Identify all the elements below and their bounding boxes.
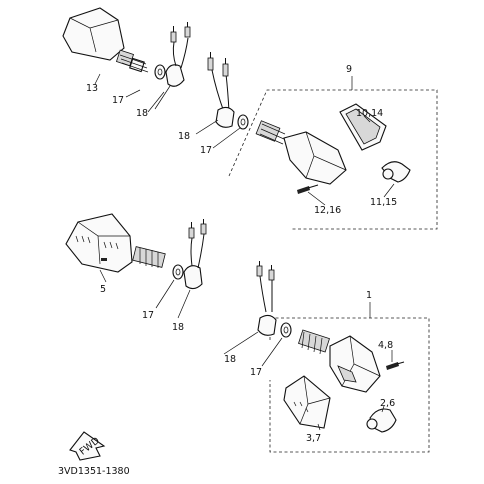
callout-11-15: 11,15 <box>370 197 397 208</box>
callout-18-a: 18 <box>136 108 148 119</box>
callout-3-7: 3,7 <box>306 433 321 444</box>
callout-4-8: 4,8 <box>378 340 393 351</box>
signal-stem-13 <box>115 49 149 73</box>
callout-18-b: 18 <box>178 131 190 142</box>
callout-9: 9 <box>346 64 352 75</box>
washer-17-d <box>280 322 292 338</box>
callout-17-d: 17 <box>250 367 262 378</box>
wire-leads-c <box>188 219 207 269</box>
callout-13: 13 <box>86 83 98 94</box>
assembly-front-left-signal <box>62 7 191 113</box>
washer-17-c <box>172 264 184 280</box>
nut-18-a <box>165 64 185 87</box>
signal-housing-5 <box>65 213 133 273</box>
wire-leads-d <box>256 261 275 313</box>
wire-leads-b <box>207 52 230 113</box>
callout-10-14: 10,14 <box>356 108 383 119</box>
signal-housing-b <box>283 131 347 185</box>
screw-4-8 <box>386 362 399 370</box>
signal-stem-d <box>298 329 330 355</box>
signal-housing-d <box>329 335 381 393</box>
callout-12-16: 12,16 <box>314 205 341 216</box>
nut-18-d <box>257 314 277 336</box>
callout-17-c: 17 <box>142 310 154 321</box>
signal-stem-b <box>255 120 286 145</box>
callout-18-d: 18 <box>224 354 236 365</box>
nut-18-c <box>183 265 203 290</box>
lens-3-7 <box>283 375 331 429</box>
lens-ribs-5 <box>75 235 119 261</box>
assembly-front-right-signal <box>223 261 405 433</box>
signal-stem-5 <box>132 246 166 268</box>
assembly-rear-right-signal <box>195 52 411 206</box>
bulb-11-15 <box>381 161 411 183</box>
callout-17-b: 17 <box>200 145 212 156</box>
washer-17-b <box>237 114 249 130</box>
assembly-rear-left-signal <box>65 213 207 319</box>
fwd-arrow-icon: FWD <box>69 431 106 461</box>
wire-leads-a <box>170 22 191 69</box>
group-bracket-9 <box>228 89 438 230</box>
callout-5: 5 <box>100 284 106 295</box>
washer-17-a <box>154 64 166 80</box>
callout-17-a: 17 <box>112 95 124 106</box>
callout-18-c: 18 <box>172 322 184 333</box>
drawing-code: 3VD1351-1380 <box>58 466 130 477</box>
signal-housing-13 <box>62 7 125 61</box>
callout-2-6: 2,6 <box>380 398 395 409</box>
screw-12-16 <box>297 186 310 194</box>
nut-18-b <box>215 106 235 128</box>
callout-1: 1 <box>366 290 372 301</box>
